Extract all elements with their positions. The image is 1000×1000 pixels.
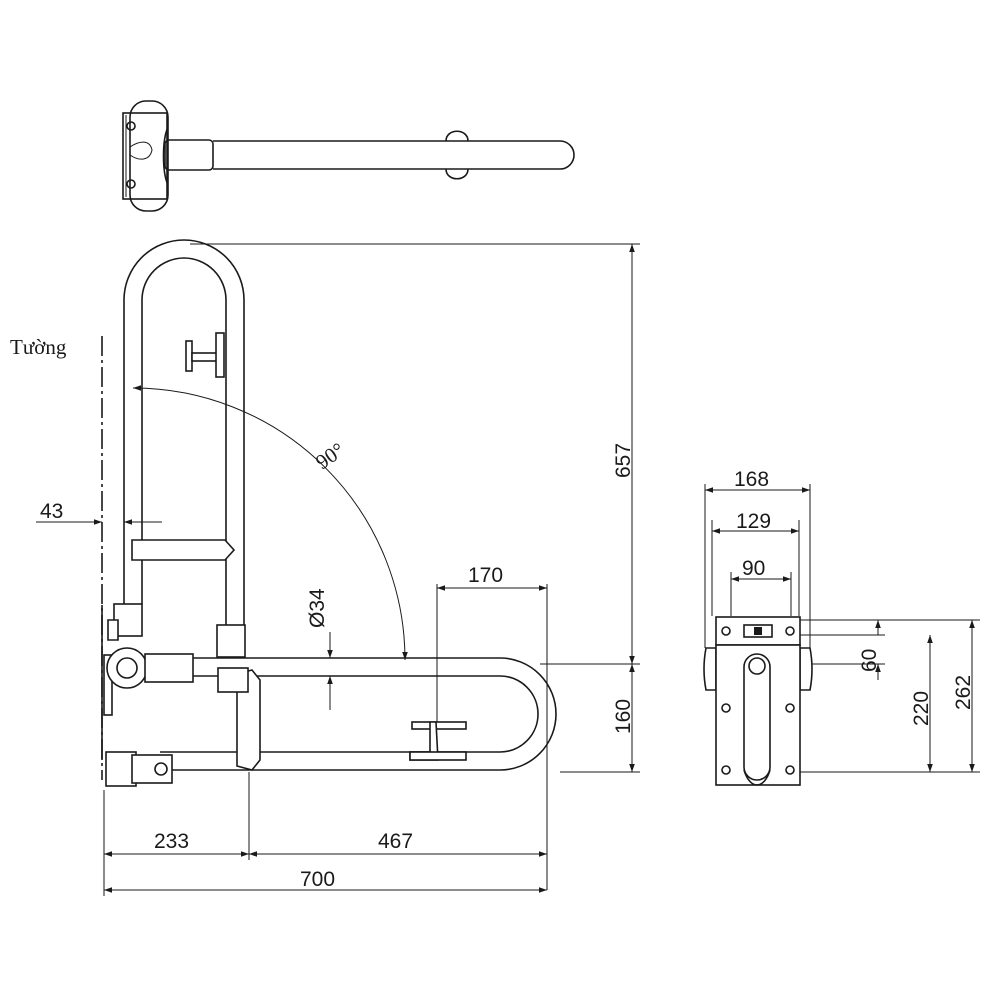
hinge-sleeve [144, 653, 194, 683]
dim-height-262: 262 [952, 675, 975, 710]
dim-height-60: 60 [858, 649, 881, 672]
wall-plate [103, 654, 113, 716]
diameter-label: Ø34 [306, 588, 329, 628]
top-view-bracket [122, 112, 168, 200]
arm-bar-outer [160, 657, 557, 771]
dim-height-220: 220 [910, 691, 933, 726]
top-view-grab-bar [213, 140, 575, 170]
top-view [122, 100, 575, 212]
wall-label: Tường [10, 335, 67, 359]
front-view: 168 129 90 60 220 262 [703, 468, 980, 786]
dim-overall-length: 700 [300, 868, 335, 891]
folded-bar-knob [185, 332, 225, 378]
top-view-hinge-sleeve [164, 139, 214, 171]
dim-leg-spacing: 170 [468, 564, 503, 587]
dim-width-inner: 90 [742, 557, 765, 580]
dim-arm: 467 [378, 830, 413, 853]
dim-height-total: 657 [612, 443, 635, 478]
dim-height-lower: 160 [612, 699, 635, 734]
folded-bar-outer [123, 239, 245, 630]
top-view-wall-plate [129, 100, 169, 212]
front-bar [743, 653, 771, 781]
dim-width-outer: 168 [734, 468, 769, 491]
angle-label: 90° [311, 438, 349, 475]
folded-bar-inner [141, 257, 227, 630]
arm-bar-knob [409, 721, 467, 761]
folded-bar-foot [216, 624, 246, 658]
folded-bar-crossbar [131, 539, 236, 561]
dim-base: 233 [154, 830, 189, 853]
dim-wall-offset: 43 [40, 500, 63, 523]
rotation-arc [132, 385, 408, 661]
arm-bar-inner [160, 675, 539, 753]
top-view-knob [445, 130, 469, 142]
side-view: 90° Ø34 43 Tường 170 657 160 233 467 700 [10, 239, 640, 896]
arm-bar-support [236, 669, 261, 771]
dim-width-mid: 129 [736, 510, 771, 533]
